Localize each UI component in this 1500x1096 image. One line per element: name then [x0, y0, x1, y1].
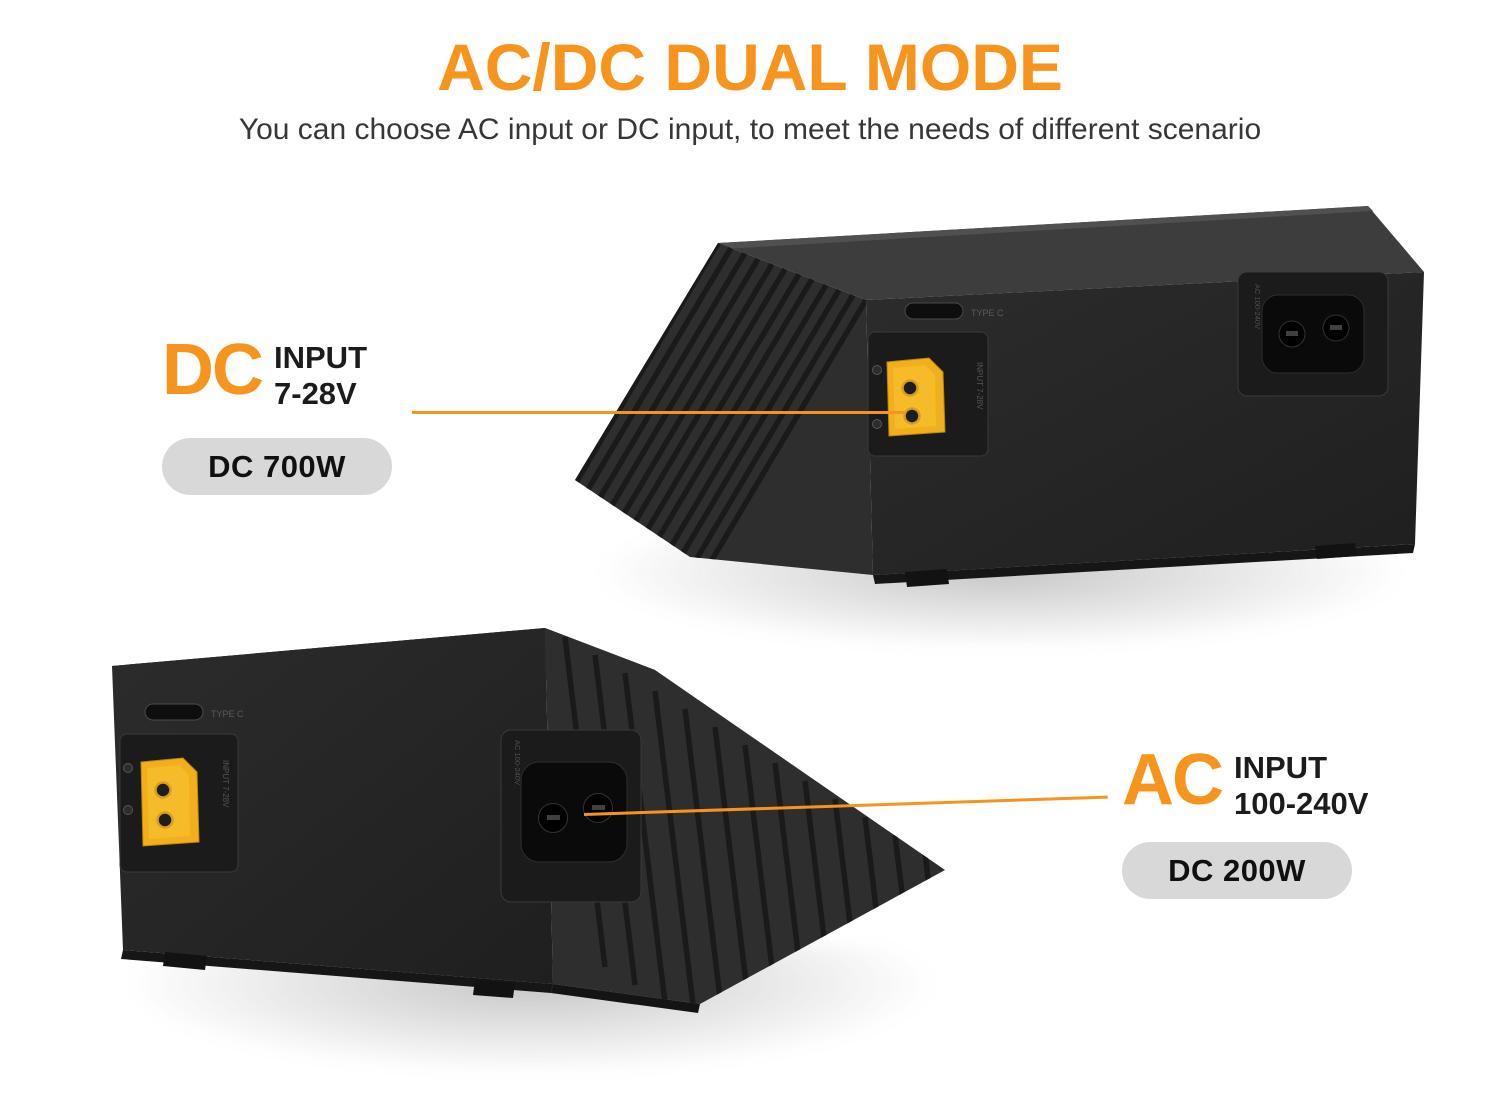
bottom-edge	[873, 544, 1415, 584]
screw-icon	[872, 419, 882, 429]
screw-icon	[123, 805, 133, 815]
dc-leader-line	[412, 411, 904, 414]
top-face-highlight	[718, 206, 1373, 249]
dc-input-label: INPUT	[274, 340, 367, 375]
xt60-connector	[886, 357, 946, 437]
dc-callout: DC INPUT 7-28V	[162, 330, 367, 411]
usb-c-label: TYPE C	[971, 308, 1004, 318]
dc-port-label: INPUT 7-28V	[975, 362, 984, 410]
usb-c-label: TYPE C	[211, 709, 244, 719]
ac-inlet: AC 100-240V	[500, 729, 642, 903]
dc-callout-stack: INPUT 7-28V	[274, 340, 367, 411]
bottom-edge	[121, 950, 553, 993]
ac-abbr: AC	[1122, 740, 1224, 820]
dc-voltage-range: 7-28V	[274, 375, 357, 411]
dc-input-panel: INPUT 7-28V	[119, 733, 239, 873]
header: AC/DC DUAL MODE You can choose AC input …	[0, 34, 1500, 148]
foot	[163, 952, 207, 970]
page-subtitle: You can choose AC input or DC input, to …	[238, 113, 1262, 146]
rear-panel	[112, 628, 553, 984]
charger-rear-view-top: TYPE C INPUT 7-28V AC 100-240V	[575, 206, 1424, 587]
ac-port-label: AC 100-240V	[513, 740, 522, 785]
dc-port-label: INPUT 7-28V	[221, 760, 230, 808]
foot	[905, 569, 949, 587]
ac-callout: AC INPUT 100-240V	[1122, 740, 1368, 821]
usb-c-port: TYPE C	[904, 302, 1004, 320]
xt60-connector	[140, 757, 200, 847]
foot	[1315, 543, 1357, 559]
dc-abbr: DC	[162, 330, 264, 410]
ac-voltage-range: 100-240V	[1234, 785, 1369, 821]
foot	[473, 980, 515, 998]
ac-power-badge: DC 200W	[1122, 842, 1352, 899]
dc-power-badge: DC 700W	[162, 438, 392, 495]
dc-input-panel: INPUT 7-28V	[867, 331, 989, 457]
page-title: AC/DC DUAL MODE	[437, 30, 1063, 104]
ac-inlet: AC 100-240V	[1237, 271, 1389, 397]
usb-c-port: TYPE C	[144, 703, 244, 721]
screw-icon	[123, 763, 133, 773]
ac-callout-stack: INPUT 100-240V	[1234, 750, 1368, 821]
side-face	[575, 243, 873, 575]
vent-grille	[575, 243, 869, 572]
ac-port-label: AC 100-240V	[1253, 284, 1262, 329]
screw-icon	[872, 365, 882, 375]
charger-rear-view-bottom: TYPE C INPUT 7-28V AC 100-240V	[112, 628, 945, 1013]
bottom-edge	[551, 984, 700, 1013]
ac-input-label: INPUT	[1234, 750, 1327, 785]
side-face	[545, 628, 945, 1004]
